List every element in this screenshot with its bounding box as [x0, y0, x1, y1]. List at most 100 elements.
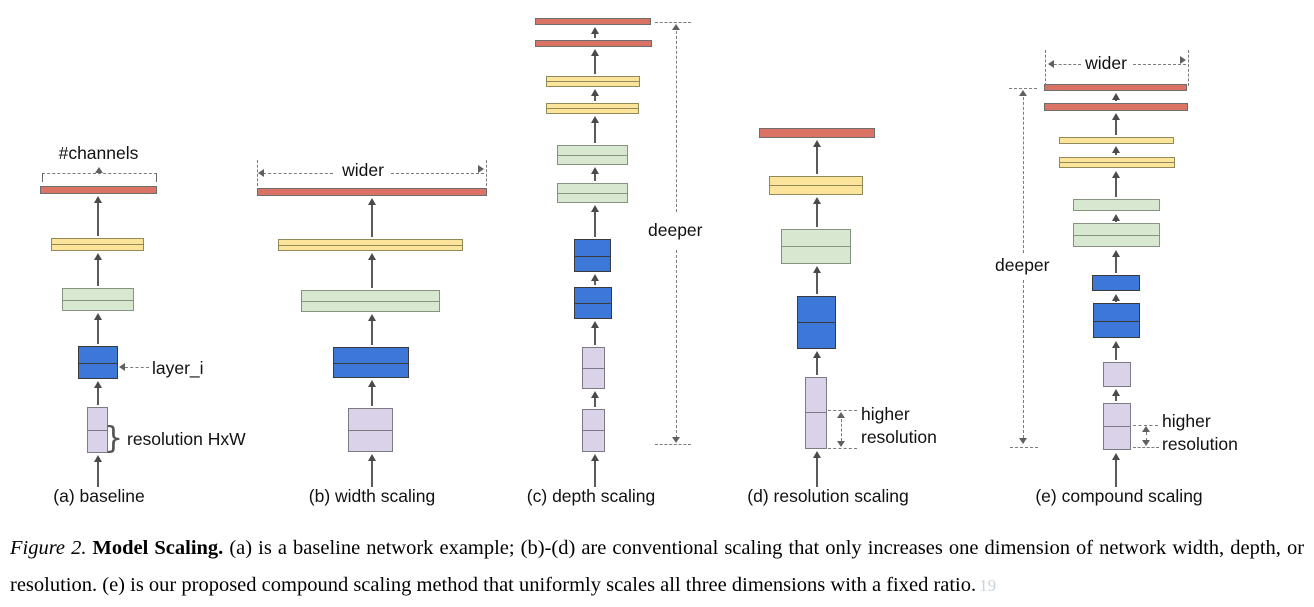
figure-number: Figure 2. — [10, 537, 87, 559]
higher-d-arrowhead-down — [837, 441, 845, 447]
flow-arrow-line — [1115, 459, 1117, 487]
layer-cell-divider — [557, 193, 628, 194]
layer-cell-divider — [278, 245, 463, 246]
c-lavender-layer-box — [582, 409, 605, 452]
flow-arrow-head — [94, 253, 102, 260]
deeper-c-arrowhead-up — [672, 24, 680, 30]
e-blue-layer-box — [1092, 275, 1140, 291]
layer-cell-divider — [582, 368, 605, 369]
channels-extent-arrowhead — [95, 167, 103, 173]
deeper-e-hook-bottom — [1010, 447, 1038, 448]
flow-arrow-head — [813, 266, 821, 273]
layer-i-pointer-arrowhead — [119, 363, 125, 371]
d-blue-layer-box — [797, 296, 836, 349]
flow-arrow-line — [594, 397, 596, 407]
layer-cell-divider — [333, 363, 409, 364]
deeper-e-extent-line — [1023, 97, 1024, 253]
layer-i-pointer-line — [125, 367, 149, 368]
wider-b-extent-line — [263, 173, 333, 174]
flow-arrow-line — [1115, 152, 1117, 155]
flow-arrow-head — [591, 49, 599, 56]
channels-label: #channels — [58, 143, 139, 163]
c-red-layer-box — [535, 40, 652, 47]
c-lavender-layer-box — [582, 347, 605, 389]
deeper-e-arrowhead-up — [1019, 90, 1027, 96]
higher-e-arrowhead-up — [1142, 426, 1150, 432]
higher-d-hook-top — [828, 410, 857, 411]
flow-arrow-line — [1115, 220, 1117, 222]
wider-e-arrowhead-left — [1048, 60, 1054, 68]
subfigure-label-a: (a) baseline — [53, 486, 145, 506]
flow-arrow-line — [594, 33, 596, 38]
e-yellow-layer-box — [1059, 157, 1175, 168]
flow-arrow-head — [591, 274, 599, 281]
c-green-layer-box — [557, 145, 628, 165]
subfigure-label-e: (e) compound scaling — [1035, 486, 1203, 506]
flow-arrow-line — [594, 280, 596, 285]
watermark: 19 — [979, 576, 997, 595]
flow-arrow-line — [1115, 99, 1117, 101]
wider-b-extent-tick — [486, 160, 487, 186]
figure-title: Model Scaling. — [92, 537, 224, 559]
layer-cell-divider — [1103, 426, 1131, 427]
higher-e-hook-bottom — [1133, 447, 1159, 448]
deeper-e-extent-line — [1023, 280, 1024, 443]
flow-arrow-head — [368, 454, 376, 461]
layer-cell-divider — [557, 155, 628, 156]
higher-e-measure-line — [1146, 432, 1147, 441]
figure-caption-body: (a) is a baseline network example; (b)-(… — [10, 537, 1305, 596]
flow-arrow-head — [1112, 453, 1120, 460]
layer-cell-divider — [62, 300, 134, 301]
flow-arrow-head — [813, 197, 821, 204]
flow-arrow-line — [594, 211, 596, 237]
channels-extent-tick — [156, 173, 158, 182]
layer-cell-divider — [781, 246, 851, 247]
d-green-layer-box — [781, 229, 851, 264]
e-yellow-layer-box — [1059, 137, 1174, 144]
flow-arrow-line — [371, 460, 373, 487]
resolution-hw-label: resolution HxW — [127, 429, 246, 449]
b-yellow-layer-box — [278, 239, 463, 251]
flow-arrow-head — [1112, 171, 1120, 178]
flow-arrow-line — [97, 202, 99, 236]
flow-arrow-line — [1115, 347, 1117, 360]
flow-arrow-head — [368, 253, 376, 260]
flow-arrow-head — [591, 205, 599, 212]
layer-i-label: layer_i — [152, 358, 204, 378]
b-green-layer-box — [301, 290, 440, 312]
c-red-layer-box — [535, 18, 651, 25]
e-lavender-layer-box — [1103, 403, 1131, 450]
flow-arrow-line — [371, 320, 373, 345]
a-yellow-layer-box — [51, 238, 144, 251]
flow-arrow-line — [594, 122, 596, 143]
wider-e-extent-tick — [1188, 50, 1189, 86]
higher-resolution-label-e: higher resolution — [1162, 410, 1238, 456]
flow-arrow-head — [1112, 250, 1120, 257]
a-blue-layer-box — [78, 346, 118, 379]
flow-arrow-head — [94, 196, 102, 203]
c-yellow-layer-box — [546, 76, 640, 87]
layer-cell-divider — [1073, 235, 1160, 236]
flow-arrow-head — [591, 89, 599, 96]
flow-arrow-line — [1115, 395, 1117, 401]
c-blue-layer-box — [574, 287, 612, 319]
flow-arrow-line — [594, 55, 596, 74]
flow-arrow-head — [591, 454, 599, 461]
flow-arrow-line — [371, 259, 373, 288]
higher-resolution-line1: higher — [861, 404, 910, 424]
flow-arrow-head — [1112, 389, 1120, 396]
e-red-layer-box — [1044, 84, 1187, 91]
flow-arrow-head — [94, 313, 102, 320]
wider-e-extent-tick — [1045, 50, 1046, 86]
higher-resolution-line2: resolution — [861, 427, 937, 447]
b-red-layer-box — [257, 188, 487, 196]
flow-arrow-head — [94, 381, 102, 388]
wider-b-arrowhead-left — [258, 169, 264, 177]
flow-arrow-line — [816, 357, 818, 375]
wider-e-extent-line — [1133, 64, 1186, 65]
subfigure-label-c: (c) depth scaling — [526, 486, 656, 506]
d-yellow-layer-box — [769, 176, 863, 195]
wider-e-extent-line — [1049, 64, 1081, 65]
layer-cell-divider — [78, 363, 118, 364]
